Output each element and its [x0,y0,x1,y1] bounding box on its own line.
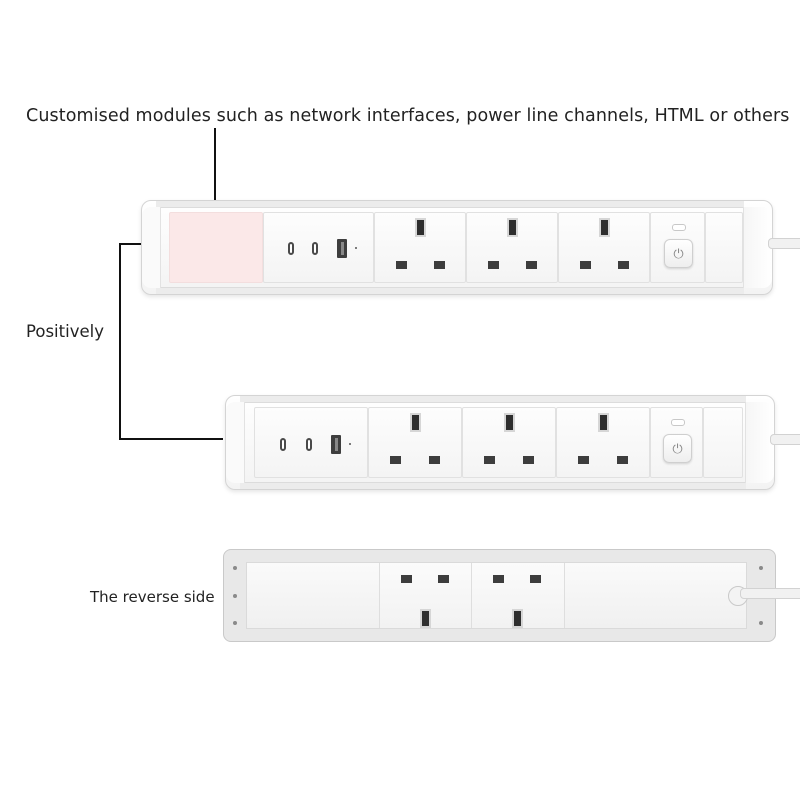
earth-pin-slot-icon [415,218,426,237]
screw-icon [759,621,763,625]
power-cable [770,434,800,445]
usb-c-port-icon [288,242,294,255]
front-strip-with-custom-module: ⏻ [141,200,773,295]
power-led-icon [671,419,685,426]
power-icon: ⏻ [673,246,684,261]
blank-module [703,407,743,478]
strip-rail-bottom [156,287,744,294]
earth-pin-slot-icon [507,218,518,237]
usb-c-port-icon [280,438,286,451]
live-pin-slot-icon [438,575,449,583]
live-pin-slot-icon [484,456,495,464]
power-switch-module: ⏻ [650,407,703,478]
strip-rail-top [156,201,744,208]
usb-c-port-icon [312,242,318,255]
strip-rail-bottom [240,482,746,489]
uk-socket-rear [379,563,473,628]
blank-module [705,212,743,283]
usb-module [263,212,374,283]
usb-module [254,407,368,478]
neutral-pin-slot-icon [493,575,504,583]
neutral-pin-slot-icon [618,261,629,269]
screw-icon [233,594,237,598]
strip-rail-top [240,396,746,403]
strip-left-cap [226,402,245,483]
strip-left-cap [142,207,161,288]
power-switch-module: ⏻ [650,212,705,283]
earth-pin-slot-icon [599,218,610,237]
positively-caption: Positively [26,322,104,341]
uk-socket [556,407,650,478]
live-pin-slot-icon [396,261,407,269]
uk-socket [558,212,650,283]
neutral-pin-slot-icon [434,261,445,269]
reverse-side-caption: The reverse side [90,588,215,606]
neutral-pin-slot-icon [617,456,628,464]
earth-pin-slot-icon [512,609,523,628]
usb-indicator-icon [355,247,357,249]
uk-socket [374,212,466,283]
live-pin-slot-icon [530,575,541,583]
neutral-pin-slot-icon [526,261,537,269]
power-cable [740,588,800,599]
power-icon: ⏻ [672,441,683,456]
front-strip: ⏻ [225,395,775,490]
neutral-pin-slot-icon [523,456,534,464]
usb-a-port-icon [337,239,347,258]
screw-icon [233,621,237,625]
strip-end-cap [745,402,774,483]
earth-pin-slot-icon [420,609,431,628]
live-pin-slot-icon [578,456,589,464]
reverse-strip [223,549,776,642]
usb-indicator-icon [349,443,351,445]
positively-bracket-vertical [119,243,121,440]
earth-pin-slot-icon [410,413,421,432]
live-pin-slot-icon [580,261,591,269]
positively-bracket-top [119,243,147,245]
strip-end-cap [743,207,772,288]
neutral-pin-slot-icon [401,575,412,583]
earth-pin-slot-icon [598,413,609,432]
live-pin-slot-icon [488,261,499,269]
screw-icon [233,566,237,570]
uk-socket [368,407,462,478]
earth-pin-slot-icon [504,413,515,432]
uk-socket [466,212,558,283]
positively-bracket-bottom [119,438,223,440]
neutral-pin-slot-icon [429,456,440,464]
uk-socket-rear [471,563,565,628]
power-cable [768,238,800,249]
power-led-icon [672,224,686,231]
live-pin-slot-icon [390,456,401,464]
custom-module-leader-line [214,128,216,212]
screw-icon [759,566,763,570]
uk-socket [462,407,556,478]
custom-module-caption: Customised modules such as network inter… [26,106,790,126]
custom-module [169,212,263,283]
usb-a-port-icon [331,435,341,454]
reverse-face [246,562,747,629]
power-button[interactable]: ⏻ [663,434,692,463]
usb-c-port-icon [306,438,312,451]
power-button[interactable]: ⏻ [664,239,693,268]
